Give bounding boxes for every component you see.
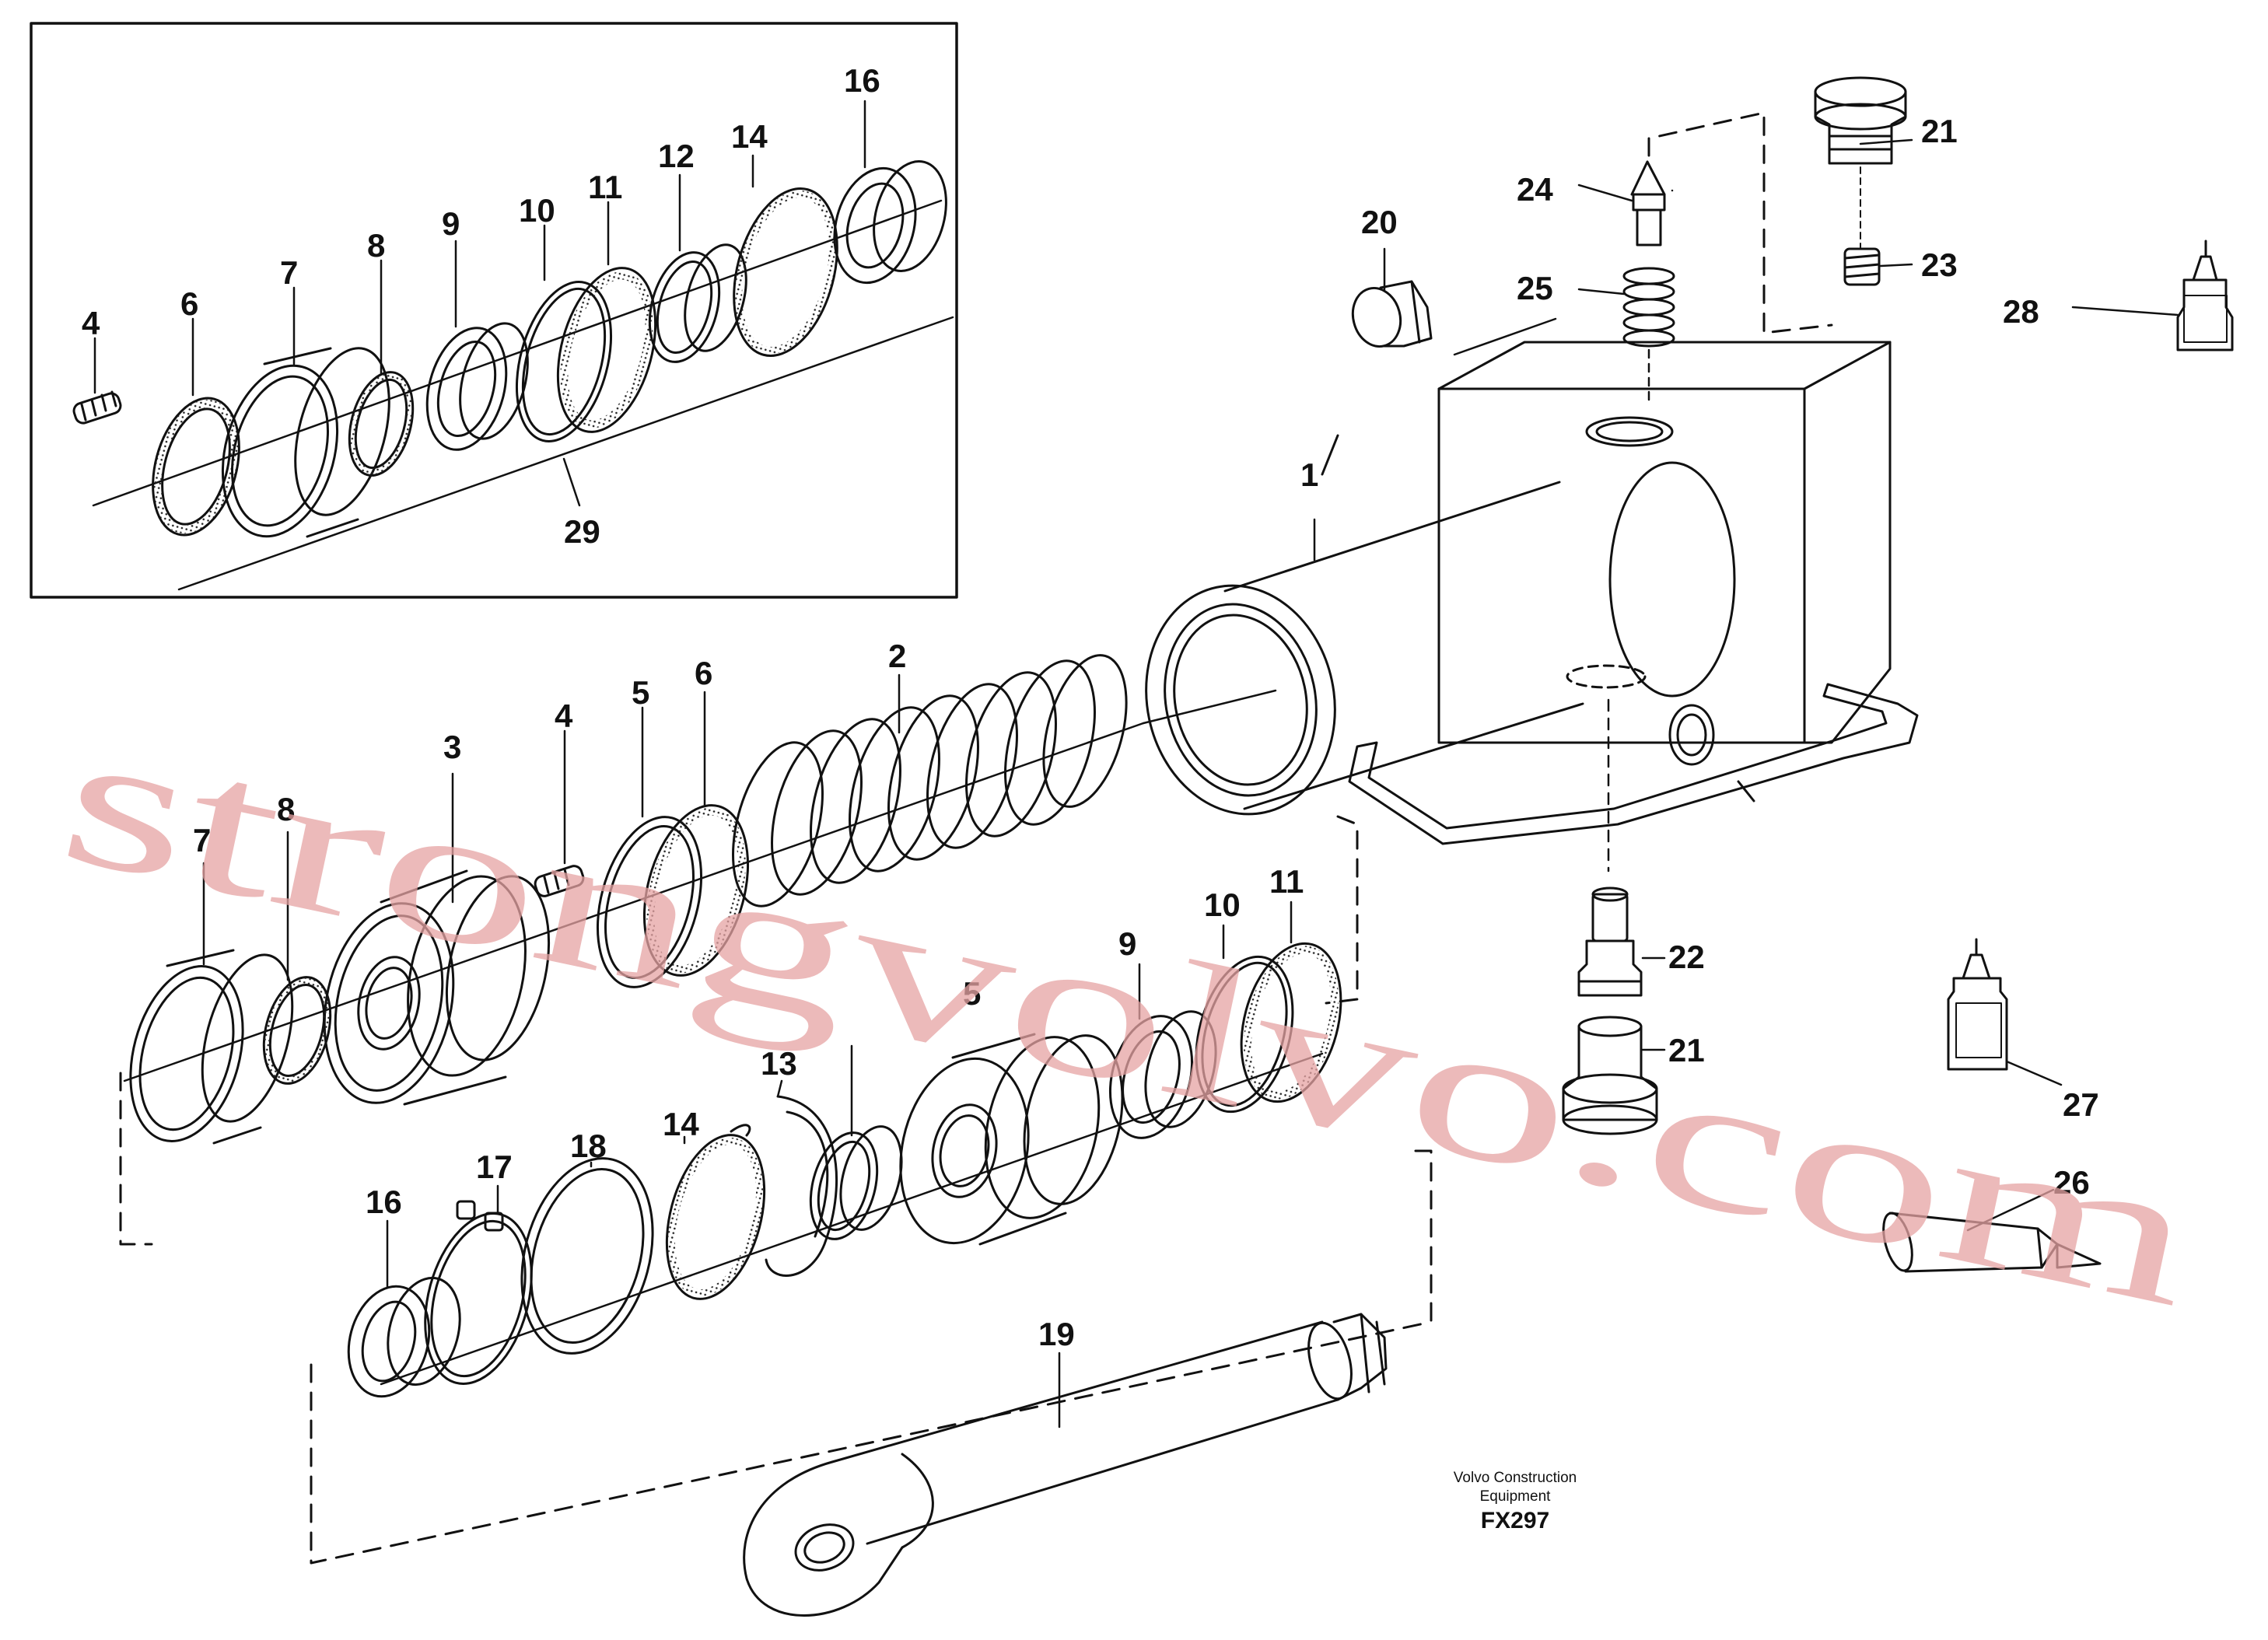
plug-20 [1351,280,1433,348]
label-9: 9 [1118,925,1136,962]
inset-ring-9 [425,322,529,451]
watermark: strongvolvo.com [46,687,2214,1348]
inset-wiper-16 [833,160,947,285]
label-7-inset: 7 [280,254,298,291]
ring-13 [765,1095,838,1277]
inset-ring-8 [348,371,415,477]
label-11-inset: 11 [588,169,622,205]
label-11: 11 [1269,863,1304,900]
spring-25 [1622,267,1675,348]
label-5-top: 5 [632,674,649,711]
inset-rings-10-11 [515,267,657,442]
label-17: 17 [476,1149,513,1185]
label-8-inset: 8 [367,227,385,264]
pin-24 [1630,160,1666,247]
label-12-inset: 12 [658,138,695,174]
label-6: 6 [695,655,712,691]
ring-18 [520,1157,654,1355]
spring-2 [732,654,1128,907]
plug-21-top [1814,76,1907,165]
spring-23 [1843,247,1881,286]
label-21-bottom: 21 [1668,1032,1705,1068]
label-2: 2 [888,638,906,674]
label-20: 20 [1361,204,1398,240]
label-16: 16 [366,1184,402,1220]
label-23: 23 [1921,247,1958,283]
label-8: 8 [277,791,295,827]
label-29: 29 [564,513,600,550]
pin-4 [534,865,585,897]
inset-sleeve-7 [221,347,390,538]
ring-9 [1108,1010,1217,1139]
label-1: 1 [1300,456,1318,493]
label-6-inset: 6 [180,285,198,322]
label-19: 19 [1038,1316,1075,1352]
label-16-inset: 16 [844,62,880,99]
circlip-17 [424,1200,533,1385]
label-10: 10 [1204,886,1241,923]
piston-3 [323,869,551,1106]
label-18: 18 [570,1128,607,1164]
ring-12 [809,1125,903,1240]
label-26: 26 [2053,1164,2090,1201]
piston-5 [899,1033,1124,1246]
rings-5-6 [596,804,750,988]
bottle-28 [2176,240,2234,351]
bottle-27 [1947,938,2008,1071]
label-27: 27 [2063,1086,2099,1123]
piston-rod-19 [743,1313,1388,1617]
ring-8 [262,976,332,1085]
valve-body-1 [1145,341,1919,845]
label-10-inset: 10 [519,192,555,229]
caption-line-1: Volvo Construction [1454,1470,1577,1486]
label-28: 28 [2003,293,2039,330]
label-5-mid: 5 [963,975,981,1012]
label-22: 22 [1668,939,1705,975]
label-4-inset: 4 [82,305,100,341]
inset-ring-14 [733,187,838,357]
label-13: 13 [761,1045,797,1082]
label-4: 4 [555,698,573,734]
label-7: 7 [193,822,211,858]
inset-ring-12 [648,243,747,363]
rings-10-11 [1195,942,1342,1114]
label-25: 25 [1517,270,1553,306]
inset-pin-4 [72,390,122,425]
figure-code: FX297 [1481,1508,1549,1533]
caption-line-2: Equipment [1480,1488,1552,1505]
sleeve-7 [129,949,294,1145]
valve-22 [1577,886,1643,997]
label-9-inset: 9 [442,205,460,242]
wiper-16 [347,1276,461,1398]
label-14: 14 [663,1106,699,1142]
inset-ring-6 [152,397,240,537]
label-14-inset: 14 [731,118,768,155]
label-3: 3 [443,729,461,765]
plug-21-bottom [1562,1016,1658,1135]
inset-frame [30,22,958,599]
tube-26 [1882,1212,2102,1273]
label-24: 24 [1517,171,1553,208]
ring-14 [665,1124,766,1300]
label-21-top: 21 [1921,113,1958,149]
